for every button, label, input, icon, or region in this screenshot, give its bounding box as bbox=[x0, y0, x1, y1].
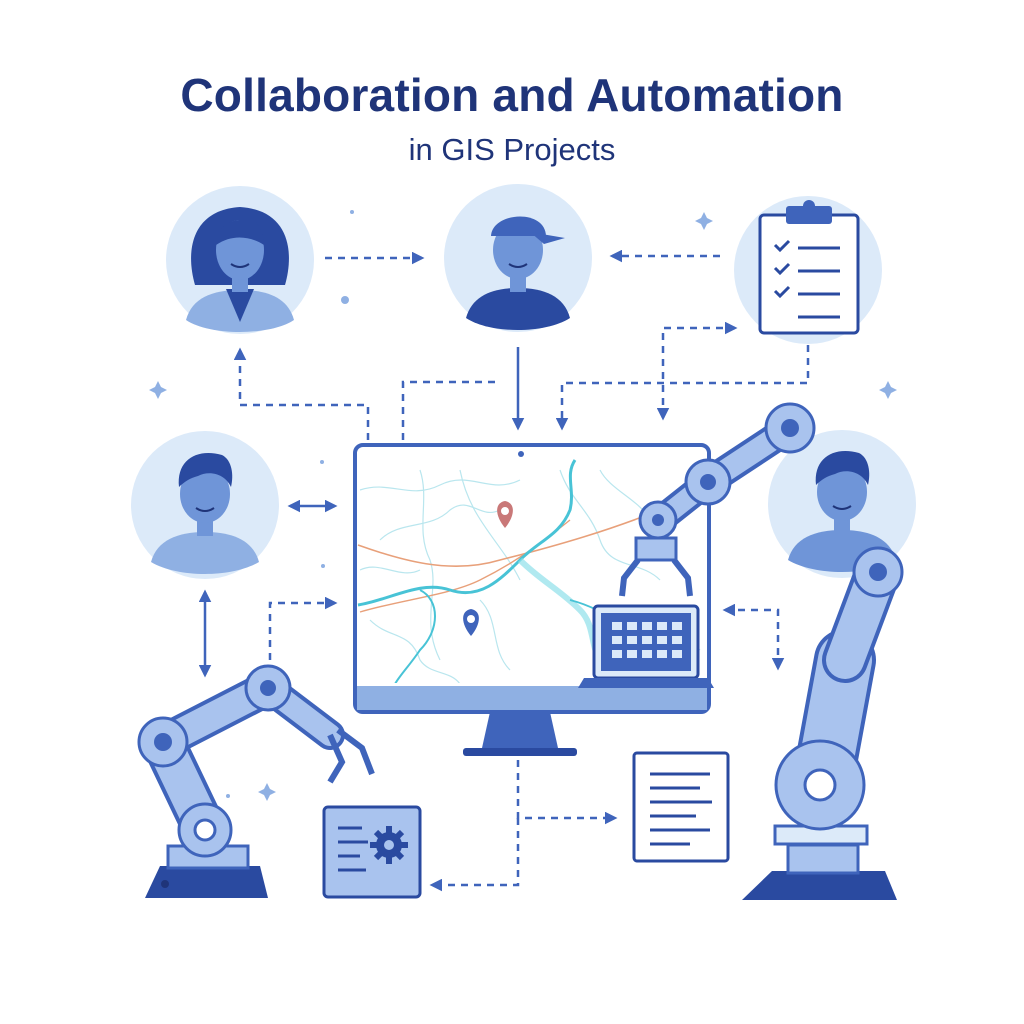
map-pin-icon bbox=[497, 501, 513, 528]
man-left-avatar-icon bbox=[131, 431, 279, 579]
arrow-monitor-to-report bbox=[516, 760, 618, 825]
arrow-monitor-to-settings bbox=[429, 818, 520, 892]
settings-document-icon bbox=[322, 805, 422, 899]
robot-arm-right-icon bbox=[742, 546, 904, 900]
sparkle-decorations bbox=[149, 210, 897, 801]
clipboard-checklist-icon bbox=[734, 196, 882, 344]
man-right-avatar-icon bbox=[768, 430, 916, 578]
woman-avatar-icon bbox=[166, 186, 314, 334]
gis-map-monitor-icon bbox=[353, 443, 711, 756]
connector-arrows bbox=[198, 249, 810, 892]
report-document-icon bbox=[632, 751, 730, 863]
map-pin-icon bbox=[463, 609, 479, 636]
arrow-monitor-to-robot-right bbox=[722, 603, 785, 671]
arrow-robot-left-to-monitor bbox=[268, 596, 338, 660]
robot-arm-top-icon bbox=[619, 402, 816, 597]
arrow-monitor-dashed-up bbox=[401, 380, 500, 440]
diagram-title: Collaboration and Automation bbox=[180, 69, 844, 121]
arrow-monitor-to-woman bbox=[233, 347, 370, 440]
diagram-subtitle: in GIS Projects bbox=[408, 132, 616, 167]
laptop-keyboard-icon bbox=[578, 604, 714, 688]
arrow-robot-to-clipboard bbox=[656, 321, 738, 421]
worker-cap-avatar-icon bbox=[444, 184, 592, 332]
robot-arm-left-icon bbox=[137, 664, 375, 898]
gear-icon bbox=[370, 826, 408, 864]
